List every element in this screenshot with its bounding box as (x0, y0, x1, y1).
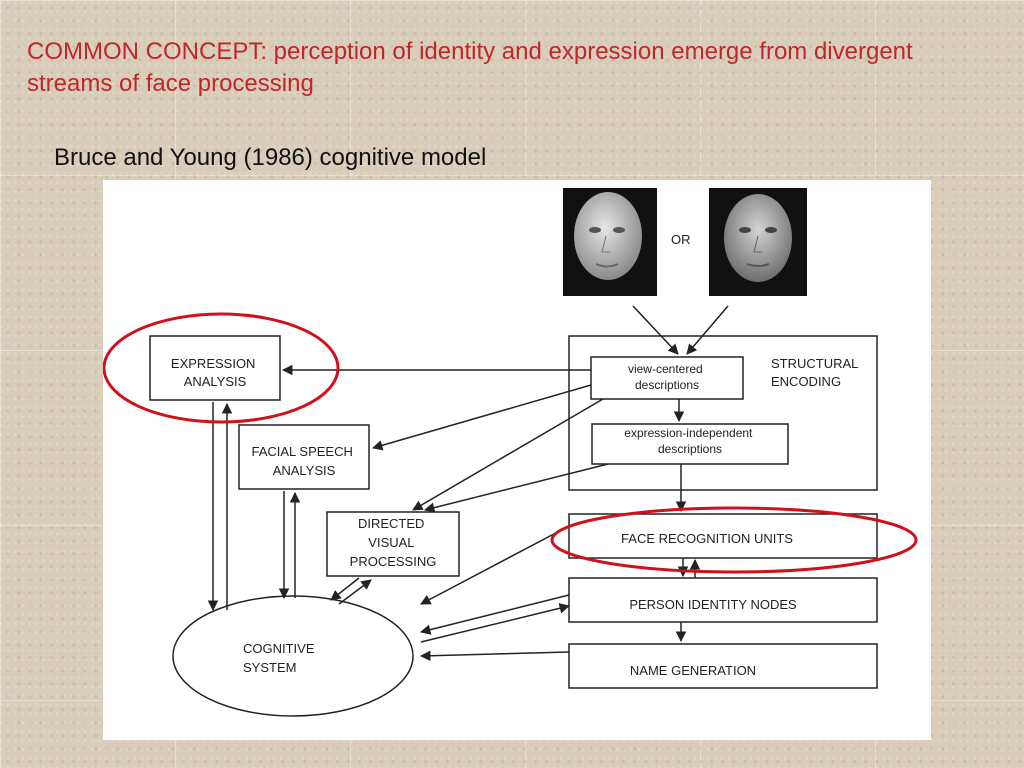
facial-speech-analysis-label: FACIAL SPEECH ANALYSIS (251, 444, 356, 478)
cognitive-system-label: COGNITIVE SYSTEM (243, 641, 318, 675)
face-recognition-units-label: FACE RECOGNITION UNITS (621, 531, 793, 546)
facial-speech-analysis-box (238, 424, 370, 490)
expression-independent-box (591, 423, 789, 465)
directed-visual-processing-box (326, 511, 460, 577)
view-centered-box (590, 356, 744, 400)
slide-title: COMMON CONCEPT: perception of identity a… (27, 38, 913, 97)
cognitive-system-ellipse (172, 595, 414, 717)
model-figure: OR STRUCTURAL ENCODING view-centered des… (102, 180, 931, 740)
view-centered-label: view-centered descriptions (628, 362, 706, 392)
slide-subtitle: Bruce and Young (1986) cognitive model (54, 144, 487, 171)
highlight-expression-analysis (102, 312, 340, 424)
connector-arrows (207, 305, 729, 661)
or-label: OR (671, 232, 691, 247)
expression-independent-label: expression-independent descriptions (624, 426, 755, 456)
expression-analysis-label: EXPRESSION ANALYSIS (171, 356, 259, 389)
face-photo-right (709, 188, 807, 296)
structural-encoding-label: STRUCTURAL ENCODING (771, 356, 862, 389)
directed-visual-processing-label: DIRECTED VISUAL PROCESSING (350, 516, 437, 569)
face-recognition-units-box (568, 513, 878, 559)
expression-analysis-box (149, 335, 281, 401)
person-identity-nodes-box (568, 577, 878, 623)
name-generation-box (568, 643, 878, 689)
face-photo-left (563, 188, 657, 296)
highlight-face-recognition-units (550, 506, 918, 574)
structural-encoding-box (568, 335, 878, 491)
model-diagram: OR STRUCTURAL ENCODING view-centered des… (102, 188, 918, 717)
name-generation-label: NAME GENERATION (630, 663, 756, 678)
person-identity-nodes-label: PERSON IDENTITY NODES (629, 597, 797, 612)
